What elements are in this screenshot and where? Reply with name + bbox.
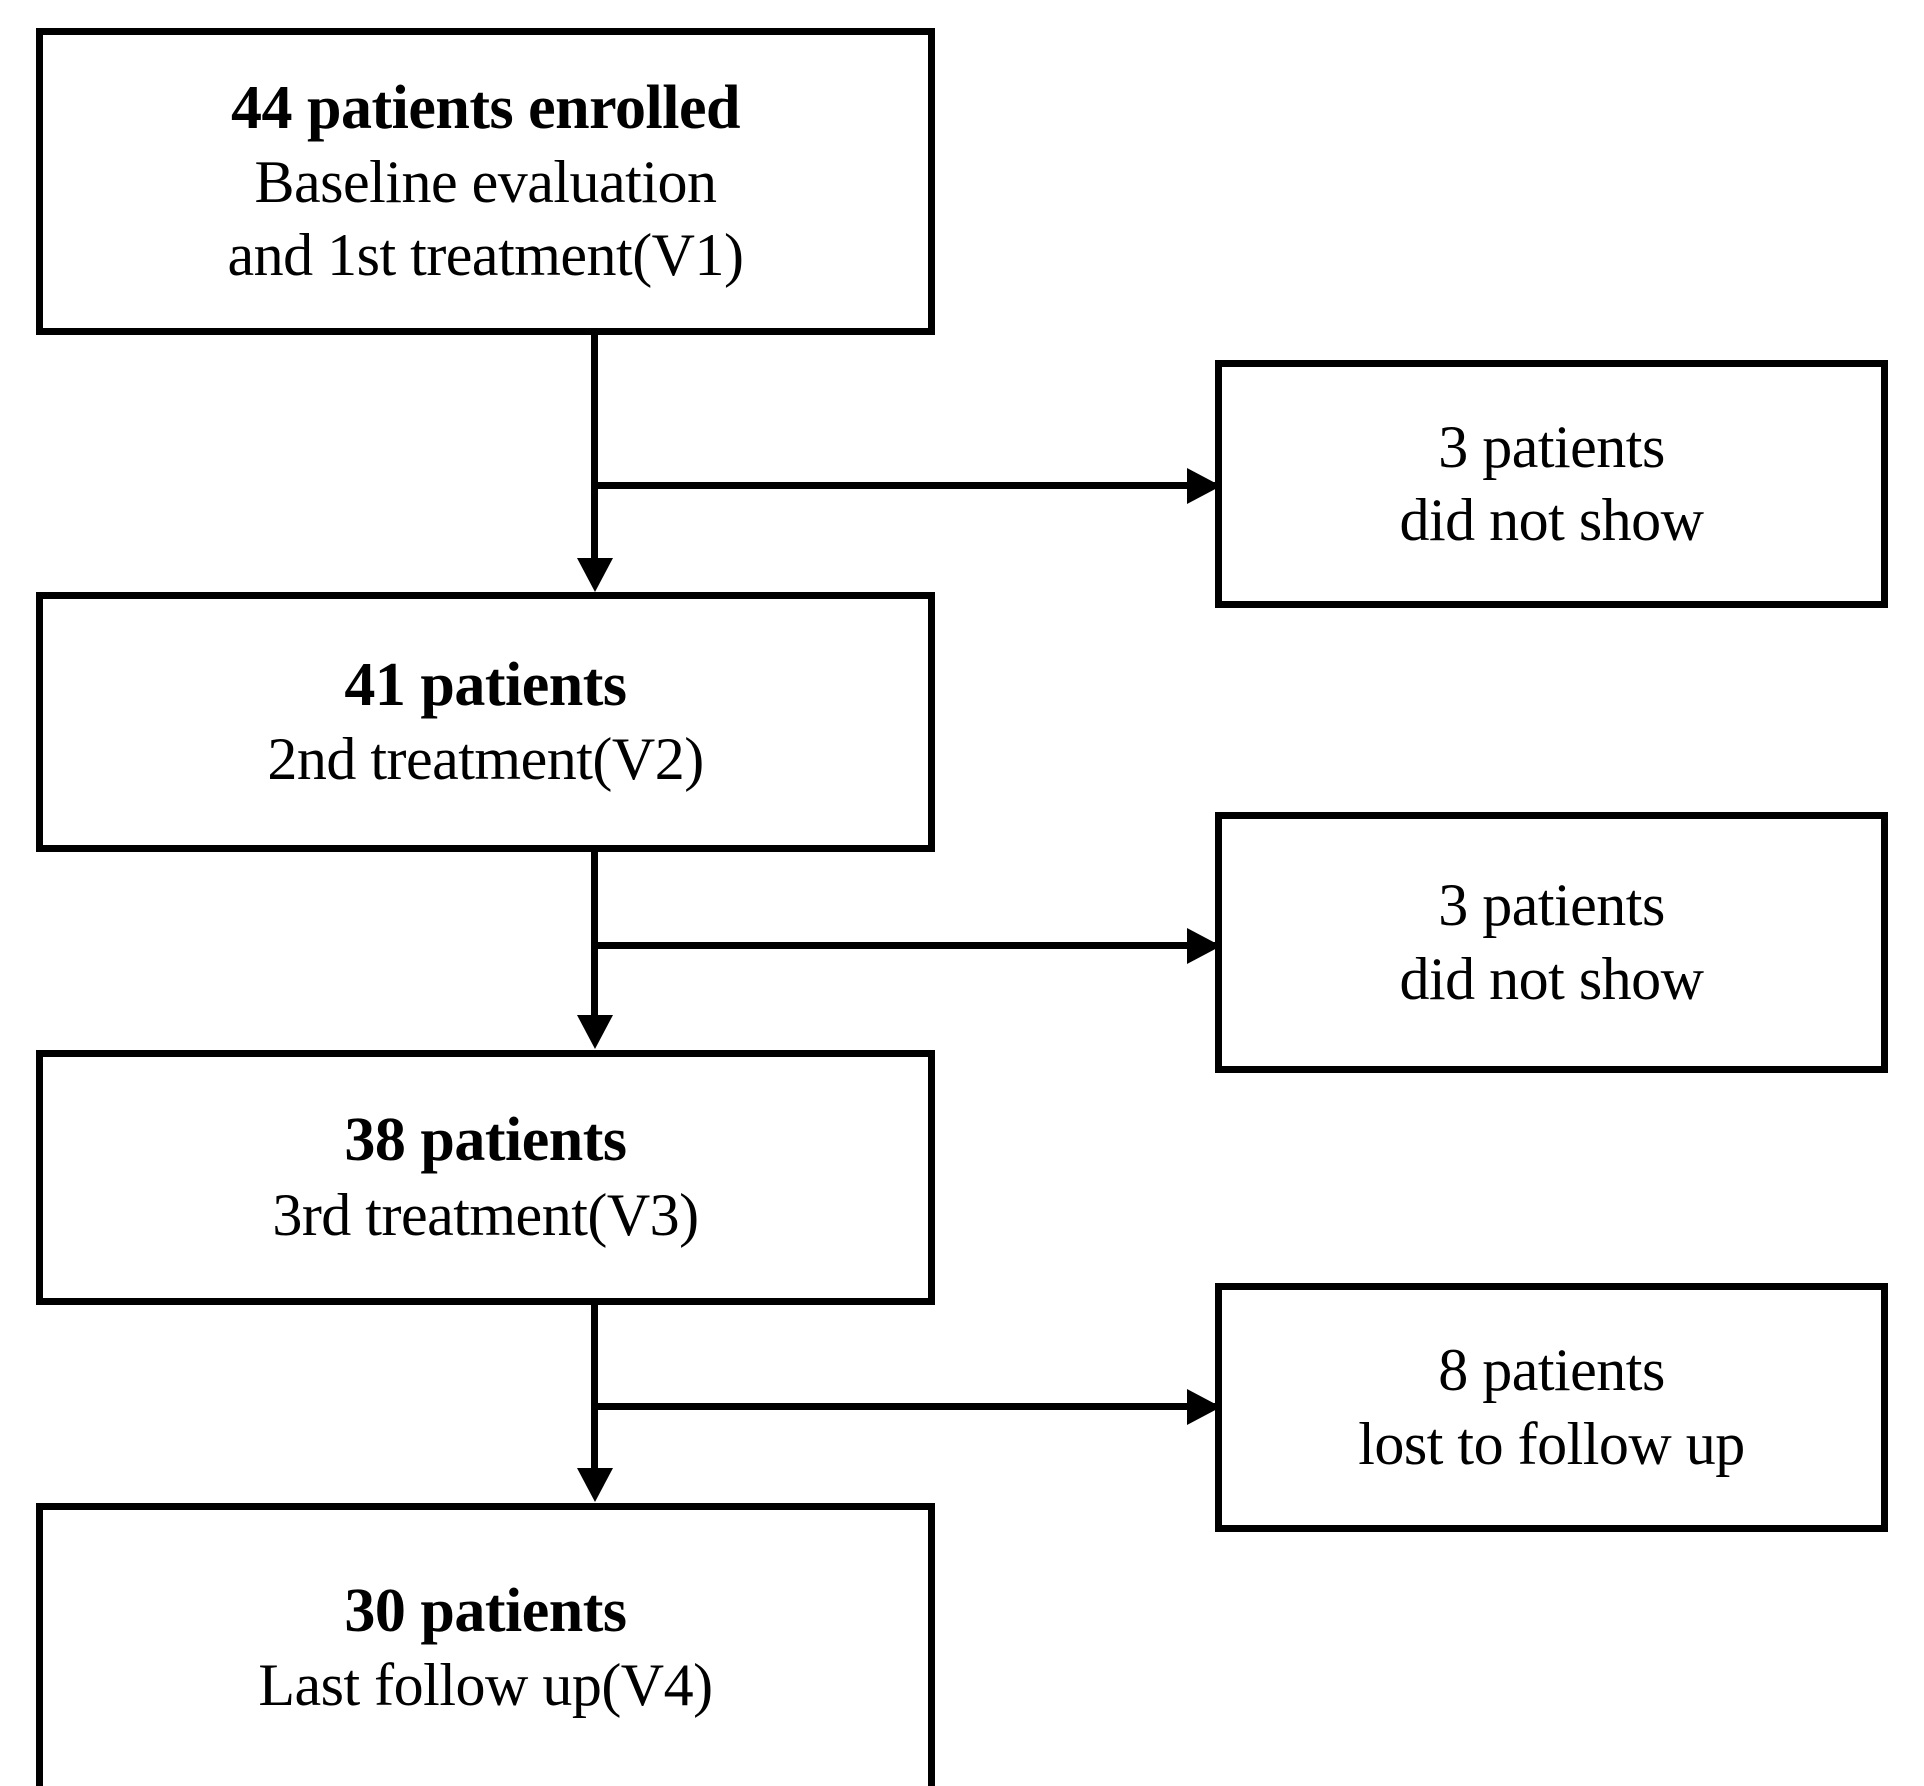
flow-node-v4-heading: 30 patients	[344, 1576, 627, 1645]
arrowhead-right-exclusion-2	[1187, 928, 1221, 964]
flow-node-enrolled-line3: and 1st treatment(V1)	[227, 222, 745, 289]
connector-v3-to-v4	[591, 1305, 598, 1469]
flow-node-v3-line2: 3rd treatment(V3)	[272, 1181, 699, 1248]
connector-v3-to-exclusion-3	[591, 1403, 1221, 1410]
exclusion-node-3: 8 patients lost to follow up	[1215, 1283, 1888, 1532]
exclusion-node-2-line2: did not show	[1399, 945, 1704, 1012]
exclusion-node-1-line2: did not show	[1399, 487, 1704, 553]
flow-node-v2-heading: 41 patients	[344, 650, 627, 719]
flow-node-v4-line2: Last follow up(V4)	[258, 1652, 713, 1719]
flow-node-enrolled: 44 patients enrolled Baseline evaluation…	[36, 28, 935, 335]
flow-node-v4: 30 patients Last follow up(V4)	[36, 1503, 935, 1786]
flow-node-v3: 38 patients 3rd treatment(V3)	[36, 1050, 935, 1305]
flow-node-enrolled-heading: 44 patients enrolled	[231, 73, 740, 142]
exclusion-node-2-line1: 3 patients	[1438, 872, 1665, 939]
exclusion-node-3-line2: lost to follow up	[1358, 1410, 1745, 1477]
connector-v2-to-v3	[591, 852, 598, 1016]
arrowhead-down-enrolled-to-v2	[577, 558, 613, 592]
arrowhead-down-v3-to-v4	[577, 1468, 613, 1502]
connector-enrolled-to-v2	[591, 335, 598, 559]
exclusion-node-1-line1: 3 patients	[1438, 413, 1665, 480]
arrowhead-down-v2-to-v3	[577, 1015, 613, 1049]
connector-enrolled-to-exclusion-1	[591, 482, 1221, 489]
arrowhead-right-exclusion-3	[1187, 1389, 1221, 1425]
exclusion-node-2: 3 patients did not show	[1215, 812, 1888, 1073]
flow-node-enrolled-line2: Baseline evaluation	[254, 149, 717, 216]
flow-node-v2-line2: 2nd treatment(V2)	[267, 726, 704, 793]
exclusion-node-3-line1: 8 patients	[1438, 1337, 1665, 1404]
flow-node-v3-heading: 38 patients	[344, 1106, 627, 1175]
exclusion-node-1: 3 patients did not show	[1215, 360, 1888, 608]
arrowhead-right-exclusion-1	[1187, 468, 1221, 504]
connector-v2-to-exclusion-2	[591, 942, 1221, 949]
flow-node-v2: 41 patients 2nd treatment(V2)	[36, 592, 935, 852]
